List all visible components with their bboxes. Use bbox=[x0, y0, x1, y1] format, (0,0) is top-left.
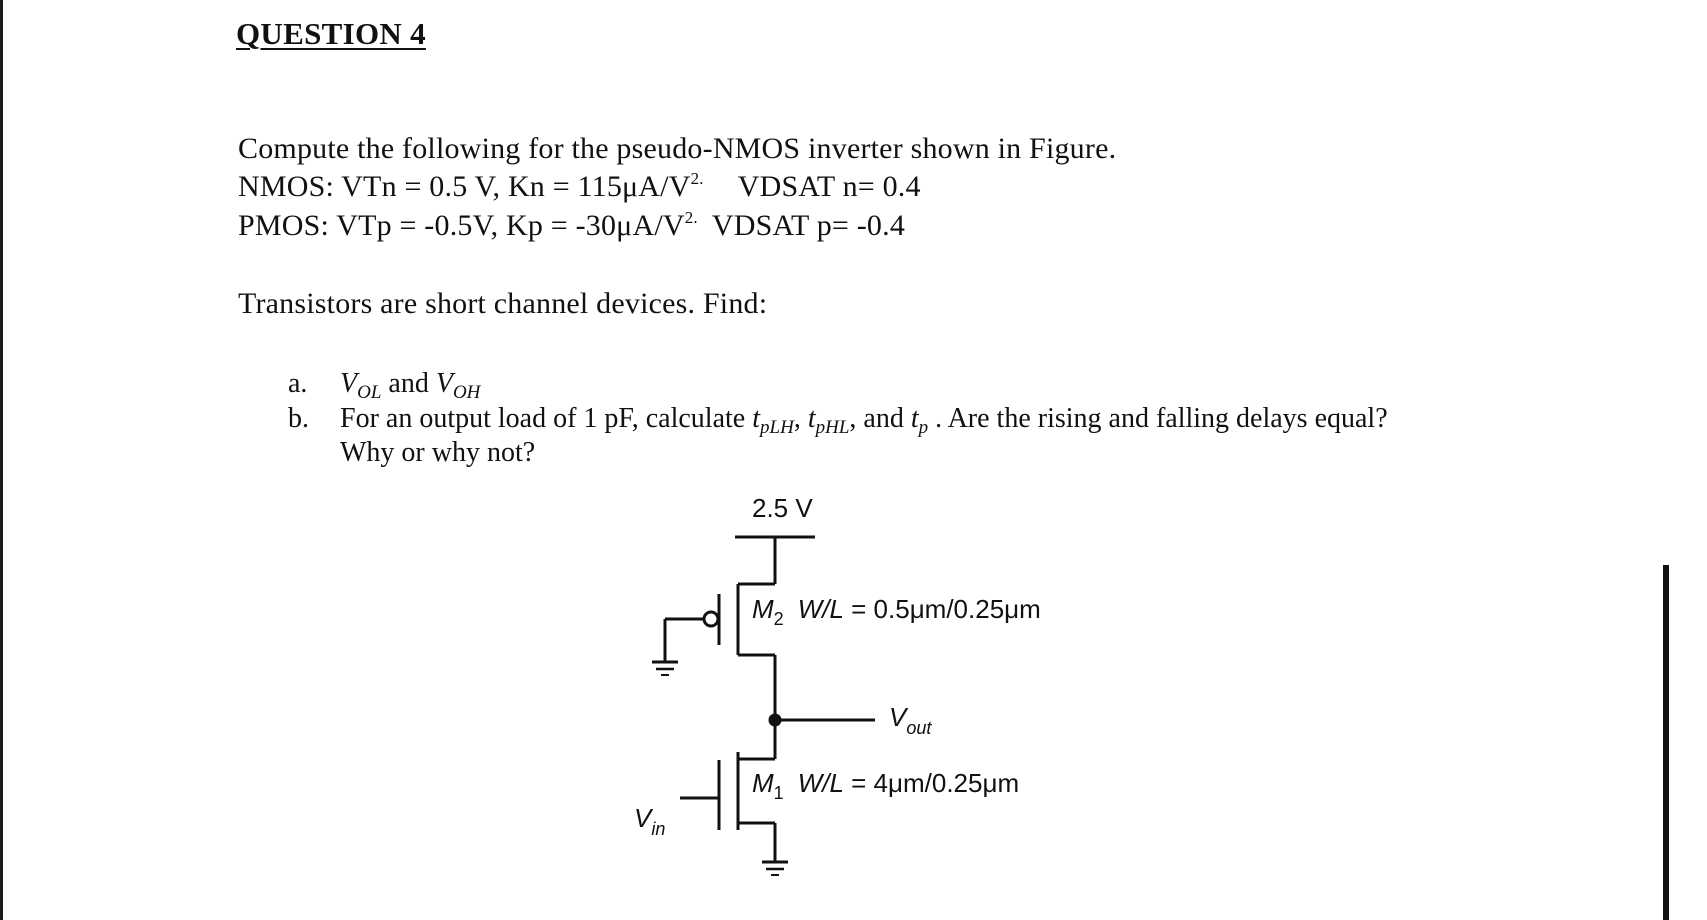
item-b-marker: b. bbox=[288, 403, 309, 434]
supply-voltage-label: 2.5 V bbox=[752, 493, 813, 523]
voh-symbol: V bbox=[435, 368, 453, 399]
tphl-symbol: t bbox=[807, 403, 816, 434]
short-channel-note: Transistors are short channel devices. F… bbox=[238, 287, 768, 320]
pmos-gate-ground-icon bbox=[652, 660, 678, 676]
tphl-subscript: pHL bbox=[815, 417, 850, 438]
pmos-gate-bubble bbox=[702, 610, 720, 628]
tplh-symbol: t bbox=[752, 403, 761, 434]
tp-symbol: t bbox=[910, 403, 919, 434]
tplh-subscript: pLH bbox=[760, 417, 794, 438]
vol-symbol: V bbox=[340, 368, 358, 399]
nmos-exponent: 2. bbox=[690, 169, 704, 188]
item-a-marker: a. bbox=[288, 368, 308, 399]
pmos-label: PMOS: VTp = -0.5V, Kp = -30μA/V bbox=[238, 209, 685, 242]
nmos-params: NMOS: VTn = 0.5 V, Kn = 115μA/V2. VDSAT n… bbox=[238, 170, 921, 204]
nmos-source-ground-icon bbox=[762, 860, 788, 876]
nmos-label: NMOS: VTn = 0.5 V, Kn = 115μA/V bbox=[238, 170, 691, 203]
vol-subscript: OL bbox=[357, 382, 382, 403]
intro-text: Compute the following for the pseudo-NMO… bbox=[238, 132, 1117, 165]
vout-label: Vout bbox=[889, 702, 932, 738]
item-b-sep1: , bbox=[793, 403, 808, 434]
voh-subscript: OH bbox=[452, 382, 481, 403]
item-a-and: and bbox=[381, 368, 436, 399]
item-b-sep2: , and bbox=[849, 403, 911, 434]
vin-label: Vin bbox=[634, 803, 665, 839]
output-node-dot bbox=[768, 713, 782, 727]
pmos-params: PMOS: VTp = -0.5V, Kp = -30μA/V2. VDSAT p… bbox=[238, 209, 905, 243]
pmos-vdsat: VDSAT p= -0.4 bbox=[711, 209, 906, 242]
item-b-question: . Are the rising and falling delays equa… bbox=[928, 403, 1388, 434]
tp-subscript: p bbox=[918, 417, 929, 438]
question-heading: QUESTION 4 bbox=[236, 16, 426, 51]
list-item-a: a.VOL and VOH bbox=[288, 368, 481, 403]
list-item-b: b.For an output load of 1 pF, calculate … bbox=[288, 403, 1388, 438]
page-left-edge bbox=[0, 0, 3, 920]
item-b-text: For an output load of 1 pF, calculate bbox=[340, 403, 753, 434]
nmos-vdsat: VDSAT n= 0.4 bbox=[737, 170, 921, 203]
pmos-exponent: 2. bbox=[684, 208, 698, 227]
list-item-b-continued: Why or why not? bbox=[340, 437, 536, 468]
page-right-edge bbox=[1663, 565, 1669, 920]
